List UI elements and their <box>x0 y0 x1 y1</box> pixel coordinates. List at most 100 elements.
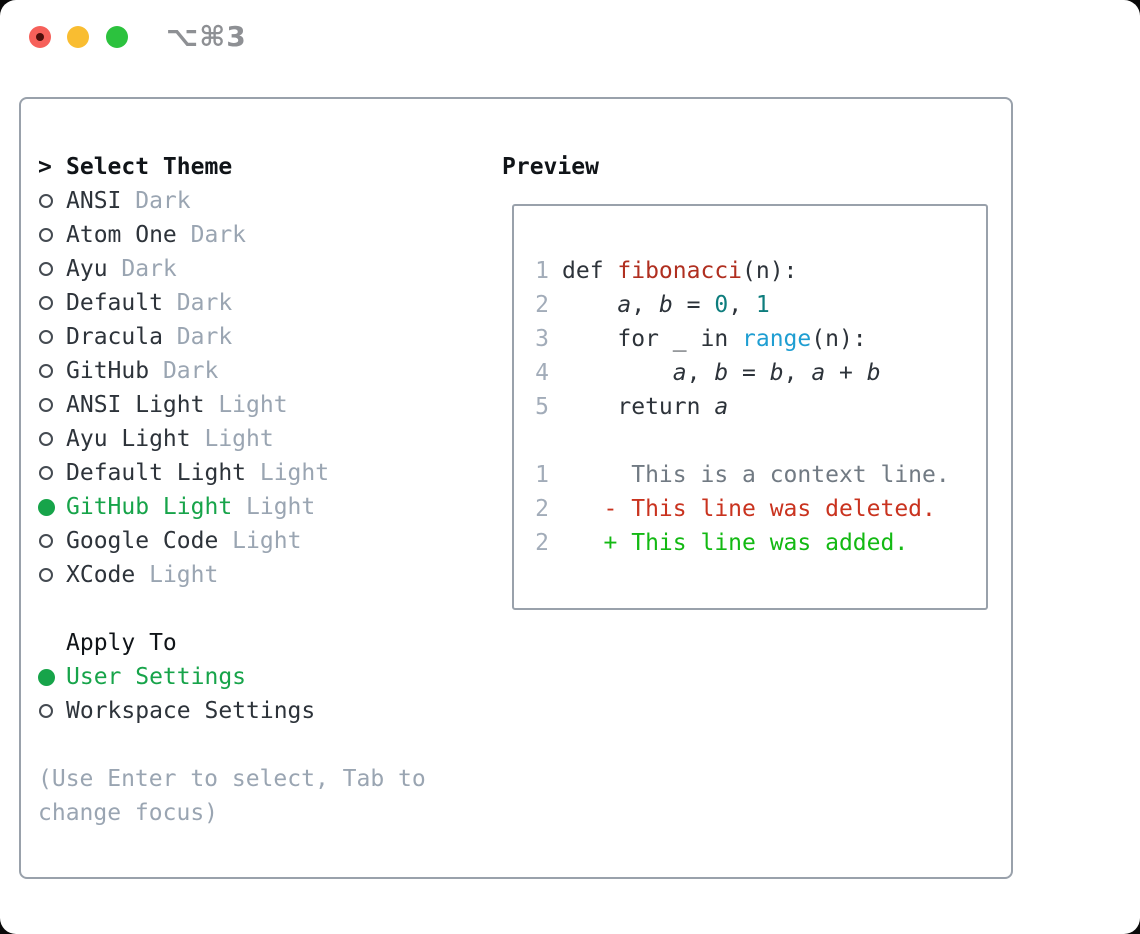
theme-name: Default <box>66 290 163 316</box>
theme-option-google-code[interactable]: Google Code Light <box>38 524 426 558</box>
code-segment: , <box>783 360 812 386</box>
option-name: User Settings <box>66 664 247 690</box>
theme-option-ayu-light[interactable]: Ayu Light Light <box>38 422 426 456</box>
line-number: 4 <box>535 360 549 386</box>
theme-variant: Dark <box>162 290 233 316</box>
code-segment: def <box>562 258 618 284</box>
theme-option-label: Ayu Light Light <box>66 426 274 452</box>
code-segment: a <box>672 360 687 386</box>
theme-option-ansi-light[interactable]: ANSI Light Light <box>38 388 426 422</box>
radio-unselected-icon <box>39 432 53 446</box>
theme-option-label: GitHub Dark <box>66 358 218 384</box>
theme-option-label: Ayu Dark <box>66 256 177 282</box>
theme-option-label: Atom One Dark <box>66 222 246 248</box>
radio-unselected-icon <box>39 296 53 310</box>
code-segment: This is a context line. <box>562 462 950 488</box>
code-line: 2 a, b = 0, 1 <box>514 288 986 322</box>
code-segment: a <box>714 394 729 420</box>
code-segment: b <box>714 360 729 386</box>
theme-option-atom-one[interactable]: Atom One Dark <box>38 218 426 252</box>
close-button[interactable] <box>29 26 51 48</box>
spacer-row <box>38 592 426 626</box>
radio-unselected-icon <box>39 398 53 412</box>
theme-variant: Dark <box>162 324 233 350</box>
minimize-button[interactable] <box>67 26 89 48</box>
radio-unselected-icon <box>39 194 53 208</box>
code-line: 3 for _ in range(n): <box>514 322 986 356</box>
code-segment: + This line was added. <box>562 530 909 556</box>
code-segment: = <box>672 292 715 318</box>
cursor-glyph: > <box>38 154 52 180</box>
code-segment: , <box>686 360 715 386</box>
radio-unselected-icon <box>39 534 53 548</box>
theme-variant: Dark <box>176 222 247 248</box>
theme-option-github[interactable]: GitHub Dark <box>38 354 426 388</box>
code-segment: for _ in <box>562 326 743 352</box>
apply-option-label: Workspace Settings <box>66 698 315 724</box>
theme-option-label: GitHub Light Light <box>66 494 315 520</box>
code-segment: b <box>658 292 673 318</box>
radio-unselected-icon <box>39 262 53 276</box>
keyboard-hint-line-1: (Use Enter to select, Tab to <box>38 762 426 796</box>
hint-text: change focus) <box>38 800 219 826</box>
code-segment: , <box>631 292 659 318</box>
theme-option-label: Default Light Light <box>66 460 329 486</box>
theme-variant: Light <box>135 562 219 588</box>
code-segment: a <box>617 292 632 318</box>
title-bar: ⌥⌘3 <box>0 0 1140 75</box>
theme-variant: Light <box>190 426 274 452</box>
apply-to-heading: Apply To <box>38 626 426 660</box>
line-number: 2 <box>535 292 549 318</box>
theme-option-ansi[interactable]: ANSI Dark <box>38 184 426 218</box>
theme-name: GitHub <box>66 358 150 384</box>
theme-variant: Dark <box>149 358 219 384</box>
code-line: 4 a, b = b, a + b <box>514 356 986 390</box>
theme-name: Atom One <box>66 222 177 248</box>
apply-option-user-settings[interactable]: User Settings <box>38 660 426 694</box>
code-segment: 1 <box>755 292 770 318</box>
theme-name: ANSI <box>66 188 122 214</box>
code-segment: (n): <box>742 258 798 284</box>
line-number: 1 <box>535 258 549 284</box>
code-segment: (n): <box>811 326 867 352</box>
theme-option-default[interactable]: Default Dark <box>38 286 426 320</box>
code-segment: return <box>562 394 715 420</box>
radio-unselected-icon <box>39 568 53 582</box>
keyboard-hint-line-2: change focus) <box>38 796 426 830</box>
radio-unselected-icon <box>39 330 53 344</box>
code-segment: a <box>811 360 826 386</box>
radio-unselected-icon <box>39 466 53 480</box>
theme-option-xcode[interactable]: XCode Light <box>38 558 426 592</box>
theme-option-dracula[interactable]: Dracula Dark <box>38 320 426 354</box>
theme-option-ayu[interactable]: Ayu Dark <box>38 252 426 286</box>
theme-option-github-light[interactable]: GitHub Light Light <box>38 490 426 524</box>
code-segment: range <box>742 326 812 352</box>
code-line: 5 return a <box>514 390 986 424</box>
code-segment: fibonacci <box>617 258 743 284</box>
line-number: 2 <box>535 496 549 522</box>
code-segment: 0 <box>714 292 729 318</box>
line-number: 1 <box>535 462 549 488</box>
line-number: 2 <box>535 530 549 556</box>
maximize-button[interactable] <box>106 26 128 48</box>
theme-variant: Dark <box>121 188 191 214</box>
line-number: 5 <box>535 394 549 420</box>
theme-option-default-light[interactable]: Default Light Light <box>38 456 426 490</box>
code-segment <box>562 356 673 390</box>
option-name: Workspace Settings <box>66 698 316 724</box>
theme-variant: Light <box>204 392 288 418</box>
theme-name: XCode <box>66 562 136 588</box>
code-segment: b <box>866 360 881 386</box>
hint-text: (Use Enter to select, Tab to <box>38 766 426 792</box>
code-segment: b <box>769 360 784 386</box>
line-number: 3 <box>535 326 549 352</box>
spacer-row <box>38 728 426 762</box>
code-segment: + <box>825 360 867 386</box>
apply-option-workspace-settings[interactable]: Workspace Settings <box>38 694 426 728</box>
radio-unselected-icon <box>39 364 53 378</box>
line-number <box>534 424 549 458</box>
theme-option-label: Default Dark <box>66 290 232 316</box>
theme-list-title: Select Theme <box>66 154 233 180</box>
